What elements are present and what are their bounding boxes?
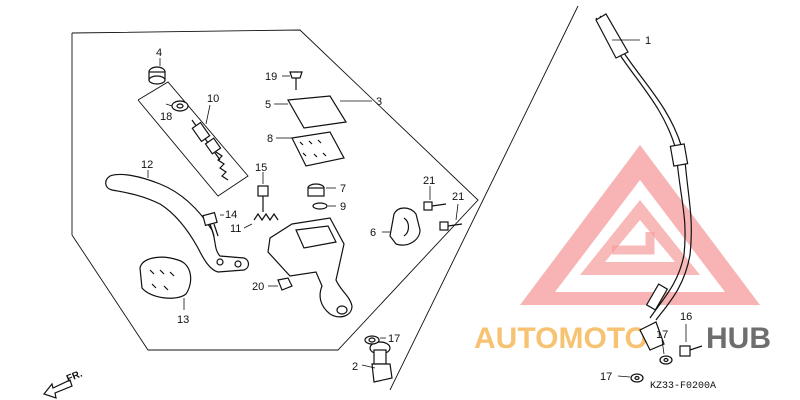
- part-6-holder: [389, 207, 421, 246]
- part-14-pivot-bolt: [202, 211, 219, 237]
- label-18: 18: [160, 111, 172, 123]
- part-11-spring: [253, 212, 279, 222]
- label-8: 8: [267, 133, 273, 145]
- label-6: 6: [370, 227, 376, 239]
- label-9: 9: [340, 201, 346, 213]
- part-17-washer-c: [630, 373, 644, 383]
- label-17a: 17: [388, 333, 400, 345]
- fr-label: FR.: [65, 368, 84, 384]
- label-1: 1: [645, 35, 651, 47]
- part-2-bolt: [369, 341, 393, 383]
- part-13-boot: [139, 256, 192, 299]
- part-21-bolt-a: [423, 201, 447, 211]
- label-16: 16: [680, 311, 692, 323]
- part-1-cable: [595, 13, 692, 351]
- part-21-bolt-b: [439, 221, 463, 231]
- label-11: 11: [230, 223, 241, 235]
- label-14: 14: [225, 209, 237, 221]
- part-5-reservoir-cap: [287, 95, 347, 129]
- part-10-piston: [191, 119, 229, 181]
- label-10: 10: [207, 93, 219, 105]
- label-20: 20: [252, 281, 264, 293]
- part-16-bolt: [679, 345, 703, 357]
- label-3: 3: [376, 96, 382, 108]
- label-15: 15: [255, 162, 267, 174]
- part-15-screw: [257, 185, 269, 212]
- watermark-text-dark: HUB: [706, 322, 771, 355]
- assembly-frame: [71, 5, 579, 391]
- part-9-circlip: [312, 202, 328, 210]
- label-17c: 17: [600, 371, 612, 383]
- part-12-lever: [105, 173, 250, 273]
- label-17b: 17: [656, 329, 668, 341]
- front-direction-arrow: FR.: [42, 368, 84, 399]
- part-19-screw: [289, 71, 303, 90]
- part-7-cup: [307, 183, 325, 197]
- label-21a: 21: [423, 175, 435, 187]
- diagram-code: KZ33-F0200A: [650, 381, 716, 392]
- label-12: 12: [141, 159, 153, 171]
- watermark-text-red: AUTOMOTO: [474, 322, 648, 355]
- label-5: 5: [265, 99, 271, 111]
- part-8-diaphragm: [291, 131, 345, 167]
- label-7: 7: [340, 183, 346, 195]
- part-4-cap: [148, 66, 166, 85]
- part-20-nut: [277, 277, 293, 291]
- label-13: 13: [177, 314, 189, 326]
- part-18-washer: [171, 100, 189, 112]
- label-2: 2: [352, 361, 358, 373]
- part-17-washer-a: [364, 335, 380, 345]
- master-cylinder-body: [267, 217, 353, 318]
- label-21b: 21: [452, 191, 464, 203]
- watermark-logo: AUTOMOTO HUB: [474, 145, 771, 355]
- label-19: 19: [265, 71, 277, 83]
- label-4: 4: [156, 47, 162, 59]
- part-17-washer-b: [659, 355, 673, 365]
